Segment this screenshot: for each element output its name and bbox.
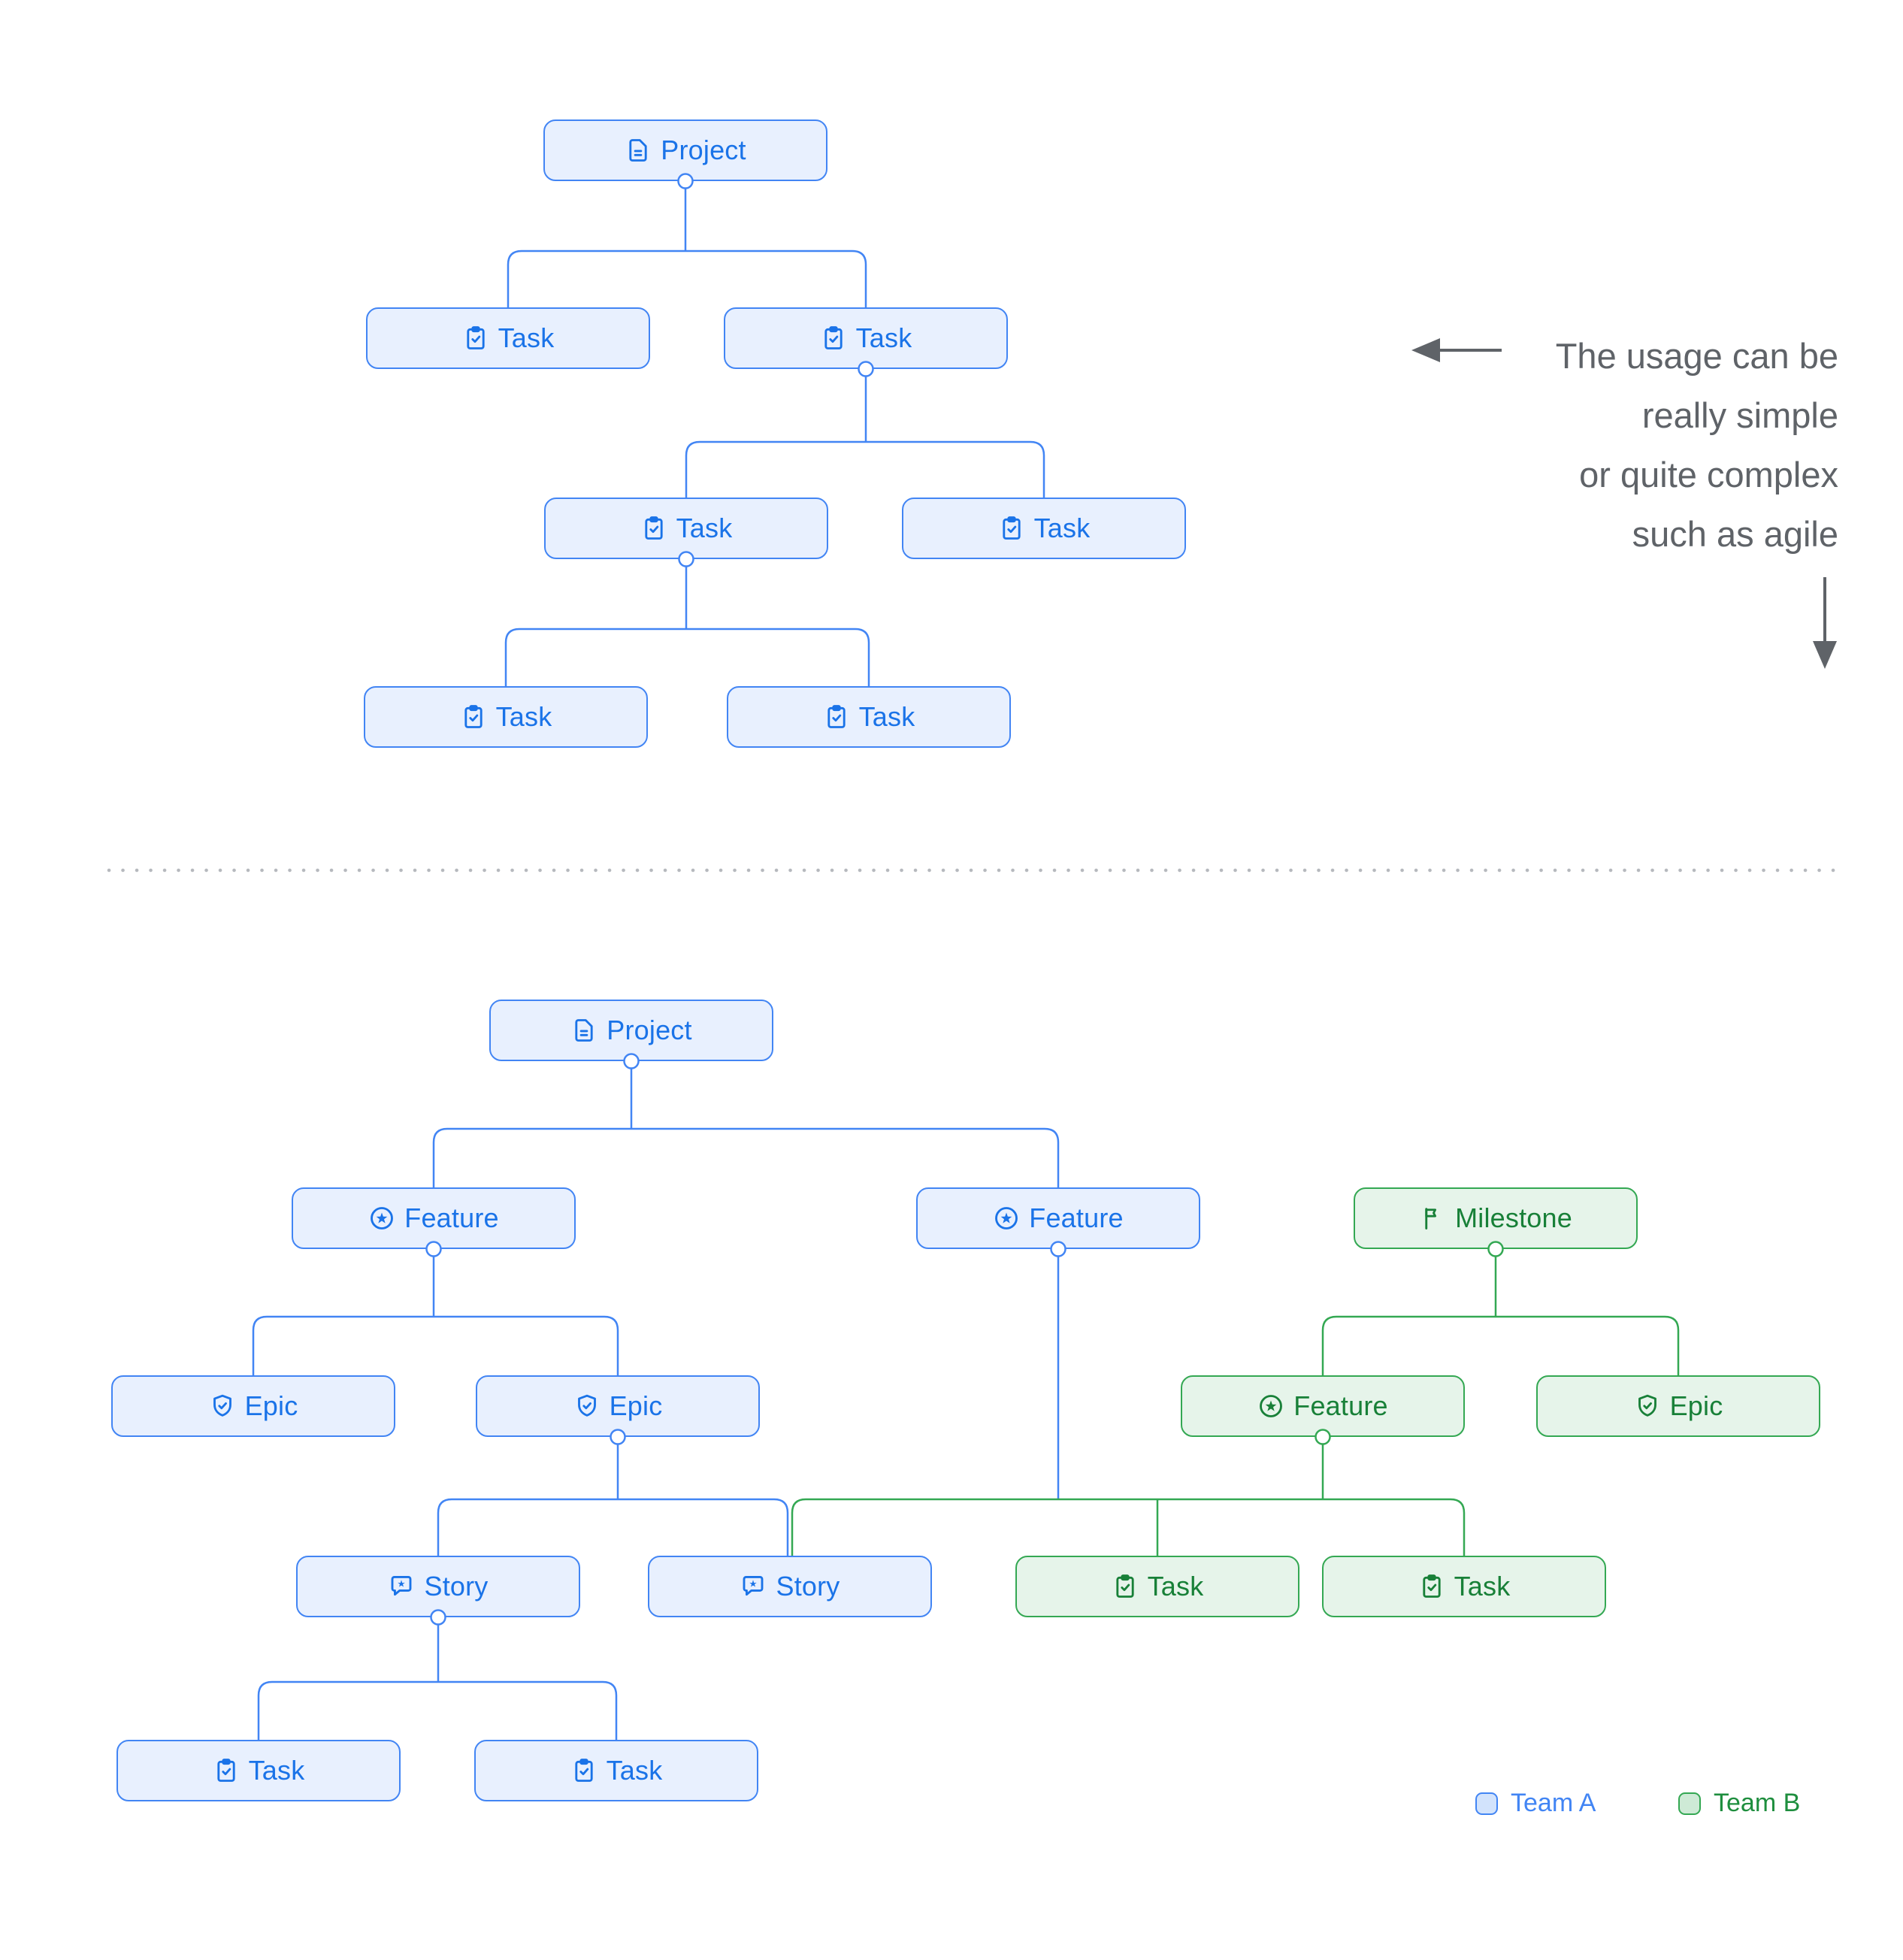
node-label: Task [1147,1571,1204,1602]
annotation-line: The usage can be [1555,336,1838,376]
annotation-line: really simple [1641,395,1838,435]
agile-node-task-a1: Task [116,1740,401,1801]
simple-node-project: Project [543,119,827,181]
simple-node-task-6: Task [727,686,1011,748]
milestone-flag-icon [1419,1205,1446,1232]
feature-star-icon [1257,1393,1284,1420]
task-clipboard-icon [460,703,487,730]
agile-node-feature-2: Feature [916,1187,1200,1249]
task-clipboard-icon [823,703,850,730]
node-label: Task [248,1755,305,1786]
node-label: Feature [404,1202,499,1233]
agile-node-task-b2: Task [1322,1556,1606,1617]
agile-node-epic-1: Epic [111,1375,395,1437]
simple-node-task-1: Task [366,307,650,369]
task-clipboard-icon [640,515,667,542]
team-a-swatch [1475,1792,1498,1815]
node-label: Task [495,701,552,732]
node-label: Task [676,513,733,543]
epic-shield-icon [573,1393,601,1420]
node-label: Task [606,1755,663,1786]
feature-star-icon [993,1205,1020,1232]
task-clipboard-icon [820,325,847,352]
agile-node-epic-2: Epic [476,1375,760,1437]
node-label: Story [424,1571,489,1602]
node-label: Milestone [1455,1202,1572,1233]
agile-node-story-2: Story [648,1556,932,1617]
task-clipboard-icon [462,325,489,352]
team-b-swatch [1678,1792,1701,1815]
node-label: Task [855,322,912,353]
agile-node-epic-3: Epic [1536,1375,1820,1437]
annotation-line: such as agile [1632,514,1838,554]
epic-shield-icon [209,1393,236,1420]
task-clipboard-icon [998,515,1025,542]
node-label: Task [498,322,555,353]
node-label: Feature [1029,1202,1124,1233]
node-label: Story [776,1571,840,1602]
simple-node-task-2: Task [724,307,1008,369]
annotation-text: The usage can be really simple or quite … [1556,326,1838,564]
agile-node-task-a2: Task [474,1740,758,1801]
task-clipboard-icon [1112,1573,1139,1600]
agile-node-project: Project [489,1000,773,1061]
legend-label: Team A [1511,1789,1596,1817]
node-label: Feature [1293,1390,1388,1421]
node-label: Project [607,1015,692,1045]
simple-node-task-5: Task [364,686,648,748]
simple-node-task-3: Task [544,498,828,559]
task-clipboard-icon [570,1757,598,1784]
simple-tree-connectors [504,188,1045,686]
task-clipboard-icon [213,1757,240,1784]
epic-shield-icon [1634,1393,1661,1420]
node-label: Project [661,135,746,165]
document-icon [625,137,652,164]
story-bubble-icon [740,1573,767,1600]
node-label: Epic [244,1390,298,1421]
agile-node-feature-1: Feature [292,1187,576,1249]
node-label: Task [1454,1571,1511,1602]
agile-node-milestone: Milestone [1354,1187,1638,1249]
node-label: Epic [609,1390,663,1421]
node-label: Task [858,701,915,732]
task-clipboard-icon [1418,1573,1445,1600]
story-bubble-icon [388,1573,415,1600]
simple-node-task-4: Task [902,498,1186,559]
annotation-line: or quite complex [1579,455,1838,495]
feature-star-icon [368,1205,395,1232]
legend-team-a: Team A [1475,1789,1596,1818]
agile-node-story-1: Story [296,1556,580,1617]
legend-team-b: Team B [1678,1789,1800,1818]
agile-node-task-b1: Task [1015,1556,1299,1617]
node-label: Task [1033,513,1091,543]
legend-label: Team B [1714,1789,1801,1817]
down-arrow [1813,577,1837,669]
node-label: Epic [1669,1390,1723,1421]
left-arrow [1411,338,1502,362]
agile-node-feature-3: Feature [1181,1375,1465,1437]
document-icon [570,1017,598,1044]
